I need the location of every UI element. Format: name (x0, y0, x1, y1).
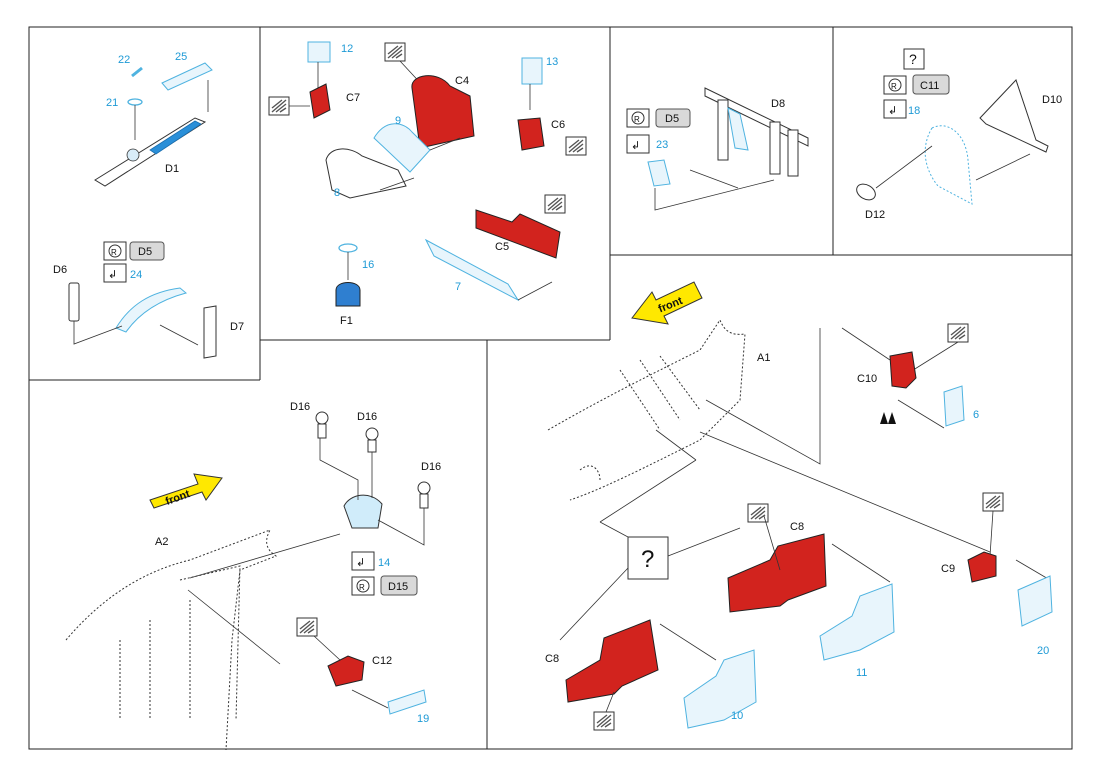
part-label-11: 11 (856, 667, 867, 679)
part-label-c6: C6 (551, 119, 565, 131)
svg-text:↲: ↲ (356, 557, 365, 569)
part-label-14: 14 (378, 557, 390, 569)
part-label-c5: C5 (495, 241, 509, 253)
part-label-d10: D10 (1042, 94, 1062, 106)
bend-fold-icon: ↲ (883, 99, 907, 119)
panel-a1: front A1 C10 6 ? C8 11 C9 20 C8 (545, 281, 1053, 731)
svg-text:R: R (891, 82, 897, 91)
paint-swatch-icon (544, 194, 566, 214)
svg-text:↲: ↲ (108, 269, 117, 281)
front-arrow-icon: front (631, 281, 703, 325)
part-label-d6: D6 (53, 264, 67, 276)
part-label-24: 24 (130, 269, 142, 281)
part-label-22: 22 (118, 54, 130, 66)
part-label-13: 13 (546, 56, 558, 68)
part-label-c7: C7 (346, 92, 360, 104)
part-label-d16b: D16 (357, 411, 377, 423)
paint-swatch-icon (982, 492, 1004, 512)
question-mark-icon: ? (627, 536, 669, 580)
bend-fold-icon: ↲ (626, 134, 650, 154)
panel-d6-d7: R D5 ↲ 24 D6 D7 (53, 241, 244, 359)
part-label-d16c: D16 (421, 461, 441, 473)
svg-text:?: ? (641, 546, 654, 573)
part-label-c8b: C8 (545, 653, 559, 665)
part-label-d5: D5 (665, 113, 679, 125)
part-label-7: 7 (455, 281, 461, 293)
part-label-d1: D1 (165, 163, 179, 175)
svg-text:R: R (359, 583, 365, 592)
part-label-c12: C12 (372, 655, 392, 667)
part-label-c8a: C8 (790, 521, 804, 533)
svg-text:R: R (111, 248, 117, 257)
remove-part-icon: R (883, 75, 907, 95)
svg-text:?: ? (909, 51, 917, 67)
part-label-9: 9 (395, 115, 401, 127)
part-label-19: 19 (417, 713, 429, 725)
part-label-18: 18 (908, 105, 920, 117)
bend-fold-icon: ↲ (351, 551, 375, 571)
part-label-d5: D5 (138, 246, 152, 258)
remove-part-icon: R (103, 241, 127, 261)
paint-swatch-icon (384, 42, 406, 62)
bend-fold-icon: ↲ (103, 263, 127, 283)
part-label-c11: C11 (920, 80, 939, 92)
part-label-20: 20 (1037, 645, 1049, 657)
panel-c4-f1: 12 C7 C4 9 8 13 C6 C5 7 16 F1 (268, 41, 587, 327)
part-label-10: 10 (731, 710, 743, 722)
paint-swatch-icon (268, 96, 290, 116)
part-label-c4: C4 (455, 75, 469, 87)
panel-a2: front A2 D16 D16 D16 ↲ 14 R D15 C12 19 (65, 401, 441, 751)
remove-part-icon: R (351, 576, 375, 596)
part-label-d15: D15 (388, 581, 408, 593)
panel-d1: 22 25 21 D1 (94, 51, 213, 187)
part-label-6: 6 (973, 409, 979, 421)
part-label-16: 16 (362, 259, 374, 271)
svg-text:↲: ↲ (888, 105, 897, 117)
panel-d8: R D5 ↲ 23 D8 (626, 87, 809, 211)
part-label-8: 8 (334, 187, 340, 199)
svg-text:↲: ↲ (631, 140, 640, 152)
part-label-f1: F1 (340, 315, 353, 327)
part-label-12: 12 (341, 43, 353, 55)
part-label-c10: C10 (857, 373, 877, 385)
panel-d10: ? R C11 ↲ 18 D10 D12 (856, 48, 1062, 221)
part-label-25: 25 (175, 51, 187, 63)
question-mark-icon: ? (903, 48, 925, 70)
part-label-d16a: D16 (290, 401, 310, 413)
part-label-21: 21 (106, 97, 118, 109)
remove-part-icon: R (626, 108, 650, 128)
part-label-a1: A1 (757, 352, 770, 364)
paint-swatch-icon (947, 323, 969, 343)
part-label-c9: C9 (941, 563, 955, 575)
part-label-d8: D8 (771, 98, 785, 110)
svg-text:R: R (634, 115, 640, 124)
front-arrow-icon: front (149, 473, 223, 509)
paint-swatch-icon (593, 711, 615, 731)
paint-swatch-icon (565, 136, 587, 156)
panel-frames (28, 26, 1073, 750)
part-label-a2: A2 (155, 536, 168, 548)
paint-swatch-icon (296, 617, 318, 637)
svg-text:front: front (164, 488, 192, 508)
part-label-23: 23 (656, 139, 668, 151)
part-label-d12: D12 (865, 209, 885, 221)
part-label-d7: D7 (230, 321, 244, 333)
